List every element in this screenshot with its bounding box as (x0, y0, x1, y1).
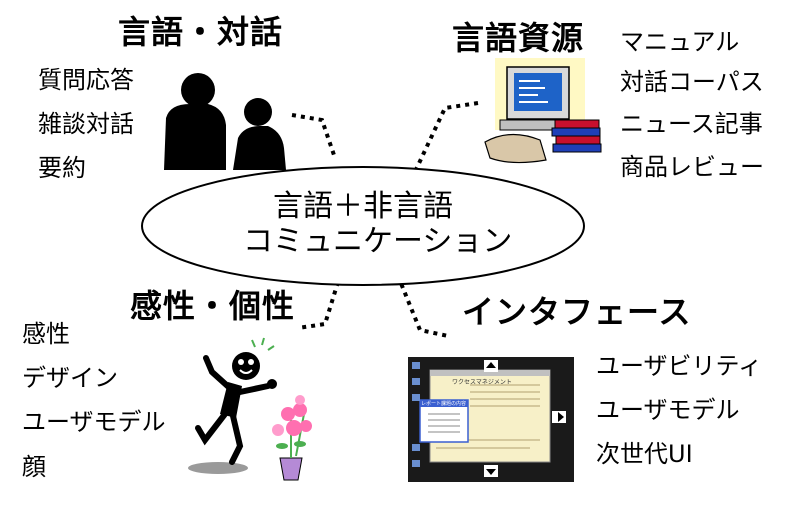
list-item: 次世代UI (596, 440, 693, 468)
heading-interface: インタフェース (462, 293, 692, 331)
list-item: 感性 (22, 320, 70, 348)
screen-dialog-title: レポート課題の内容 (421, 401, 467, 407)
list-item: 要約 (38, 154, 86, 182)
desktop-screenshot-icon (408, 357, 574, 482)
heading-language-resources: 言語資源 (452, 19, 585, 57)
center-ellipse (141, 166, 585, 286)
list-item: ユーザモデル (22, 408, 166, 436)
heading-sensibility-personality: 感性・個性 (130, 287, 296, 325)
list-item: マニュアル (620, 28, 740, 56)
flower-pot-icon (272, 395, 312, 481)
list-item: デザイン (22, 364, 118, 392)
list-item: ユーザモデル (596, 396, 740, 424)
center-label-line2: コミュニケーション (243, 223, 513, 259)
heading-language-dialogue: 言語・対話 (118, 13, 284, 51)
list-item: 顔 (22, 453, 46, 481)
connector-bottom-right (396, 275, 449, 338)
computer-books-icon (484, 58, 602, 164)
center-label-line1: 言語＋非言語 (273, 189, 453, 224)
list-item: ニュース記事 (620, 110, 763, 138)
happy-figure-icon (188, 337, 277, 474)
list-item: 質問応答 (38, 66, 134, 94)
center-label: 言語＋非言語 コミュニケーション (243, 189, 513, 259)
list-item: 雑談対話 (38, 110, 134, 138)
connector-top-right (411, 101, 479, 177)
connector-bottom-left (297, 281, 340, 330)
list-item: ユーザビリティ (596, 352, 763, 380)
list-item: 対話コーパス (620, 68, 764, 96)
people-silhouette-icon (164, 73, 286, 170)
connector-top-left (291, 113, 337, 159)
screen-window-title: ワクセスマネジメント (452, 379, 512, 386)
list-item: 商品レビュー (620, 153, 764, 181)
